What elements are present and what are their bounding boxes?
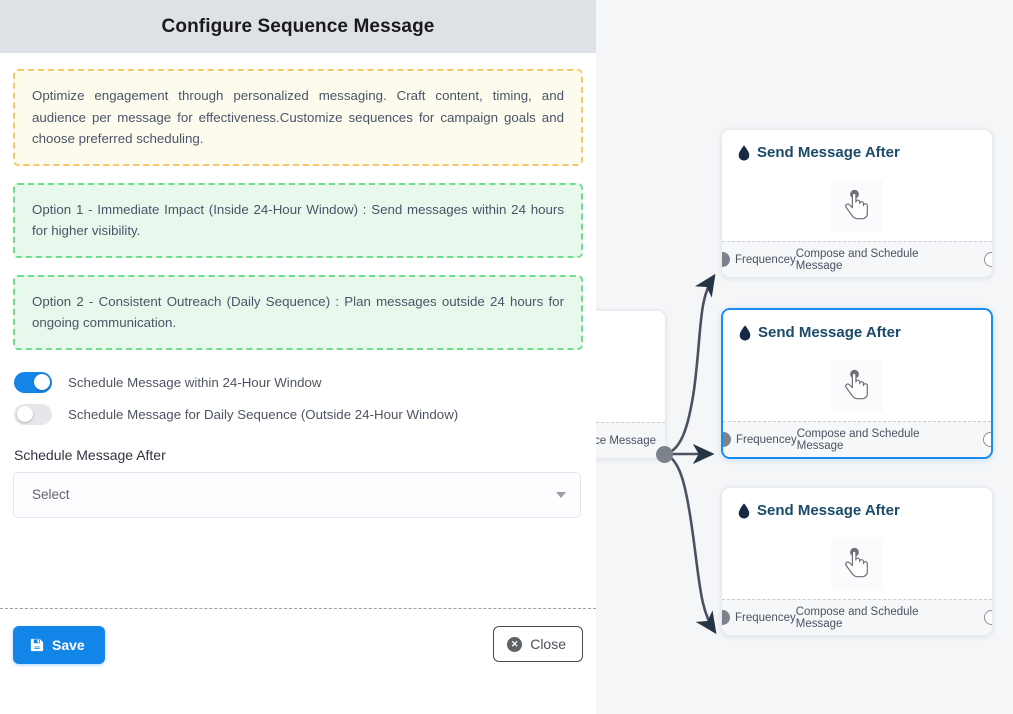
- footer-divider: [0, 608, 596, 609]
- toggle-label-within-24h: Schedule Message within 24-Hour Window: [68, 374, 322, 390]
- toggle-row-daily-sequence[interactable]: Schedule Message for Daily Sequence (Out…: [13, 403, 583, 425]
- toggle-row-within-24h[interactable]: Schedule Message within 24-Hour Window: [13, 371, 583, 393]
- upstream-output-port[interactable]: [656, 446, 673, 463]
- node-foot-right-label: Compose and Schedule Message: [795, 247, 919, 272]
- info-note-overview: Optimize engagement through personalized…: [13, 69, 583, 166]
- modal-body: Optimize engagement through personalized…: [0, 53, 596, 609]
- close-button[interactable]: ✕ Close: [493, 626, 583, 662]
- droplet-icon: [738, 144, 750, 161]
- toggle-knob: [33, 374, 50, 391]
- upstream-node-body: [596, 311, 665, 422]
- node-foot-left-label: Frequencey: [735, 611, 796, 624]
- upstream-node-partial[interactable]: ce Message: [596, 310, 666, 459]
- node-input-port[interactable]: [723, 432, 731, 447]
- node-foot-left-label: Frequencey: [735, 253, 796, 266]
- save-button[interactable]: Save: [13, 626, 105, 664]
- modal-header: Configure Sequence Message: [0, 0, 596, 53]
- node-body: Send Message After: [722, 488, 992, 599]
- tap-hand-cursor-icon: [831, 538, 883, 590]
- tap-hand-cursor-glyph: [845, 547, 868, 578]
- edge-to-node-3: [663, 452, 717, 635]
- node-output-port[interactable]: [984, 610, 992, 625]
- flow-canvas[interactable]: ce Message Send Message After: [596, 0, 1013, 714]
- configure-sequence-modal: Configure Sequence Message Optimize enga…: [0, 0, 596, 714]
- node-input-port[interactable]: [722, 252, 730, 267]
- toggle-schedule-daily-sequence[interactable]: [14, 403, 52, 425]
- toggle-label-daily-sequence: Schedule Message for Daily Sequence (Out…: [68, 406, 459, 422]
- info-note-option-1: Option 1 - Immediate Impact (Inside 24-H…: [13, 182, 583, 258]
- chevron-down-icon: [556, 491, 566, 498]
- save-button-label: Save: [52, 637, 85, 653]
- flow-node-send-message-after-1[interactable]: Send Message After Frequencey Compose an…: [721, 129, 993, 278]
- close-button-label: Close: [530, 636, 566, 652]
- node-input-port[interactable]: [722, 610, 730, 625]
- node-footer: Frequencey Compose and Schedule Message: [722, 599, 992, 635]
- node-foot-left-label: Frequencey: [736, 433, 797, 446]
- node-title: Send Message After: [758, 324, 901, 341]
- schedule-message-after-select[interactable]: Select: [13, 471, 581, 518]
- upstream-node-foot-label: ce Message: [596, 422, 665, 458]
- node-foot-right-label: Compose and Schedule Message: [795, 605, 919, 630]
- flow-node-send-message-after-3[interactable]: Send Message After Frequencey Compose an…: [721, 487, 993, 636]
- node-title: Send Message After: [757, 144, 900, 161]
- node-output-port[interactable]: [983, 432, 991, 447]
- select-value: Select: [32, 487, 70, 503]
- toggle-schedule-within-24h[interactable]: [14, 371, 52, 393]
- tap-hand-cursor-glyph: [845, 189, 868, 220]
- node-title-row: Send Message After: [739, 324, 975, 341]
- tap-hand-cursor-icon: [831, 180, 883, 232]
- node-foot-right-label: Compose and Schedule Message: [796, 427, 920, 452]
- toggle-knob: [16, 406, 33, 423]
- modal-footer: Save ✕ Close: [0, 609, 596, 714]
- tap-hand-cursor-glyph: [845, 369, 868, 400]
- node-title-row: Send Message After: [738, 502, 976, 519]
- node-body: Send Message After: [723, 310, 991, 421]
- node-title: Send Message After: [757, 502, 900, 519]
- page-title: Configure Sequence Message: [161, 15, 435, 37]
- tap-hand-cursor-icon: [831, 360, 883, 412]
- floppy-disk-icon: [30, 638, 44, 652]
- droplet-icon: [739, 324, 751, 341]
- node-body: Send Message After: [722, 130, 992, 241]
- node-output-port[interactable]: [984, 252, 992, 267]
- node-footer: Frequencey Compose and Schedule Message: [723, 421, 991, 457]
- circle-x-icon: ✕: [507, 636, 523, 652]
- edge-to-node-1: [663, 273, 716, 456]
- info-note-option-2: Option 2 - Consistent Outreach (Daily Se…: [13, 274, 583, 350]
- droplet-icon: [738, 502, 750, 519]
- schedule-message-after-label: Schedule Message After: [14, 446, 166, 463]
- flow-node-send-message-after-2[interactable]: Send Message After Frequencey Compose an…: [721, 308, 993, 459]
- node-footer: Frequencey Compose and Schedule Message: [722, 241, 992, 277]
- node-title-row: Send Message After: [738, 144, 976, 161]
